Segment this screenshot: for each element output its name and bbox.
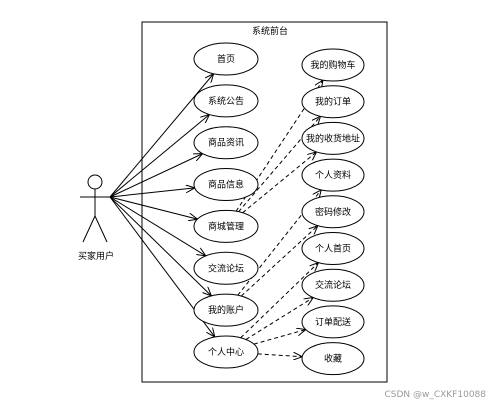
use-case-label: 系统公告 (208, 95, 244, 107)
sub-use-case-ellipse (301, 268, 365, 302)
watermark: CSDN @w_CXKF10088 (384, 390, 486, 400)
include-arrow (240, 226, 318, 297)
sub-use-case-ellipse (301, 48, 365, 82)
use-case-ellipse (193, 84, 259, 118)
sub-use-case-ellipse (301, 158, 365, 192)
actor-left-leg (82, 215, 96, 243)
actor-label: 买家用户 (78, 250, 114, 262)
actor-head (87, 174, 103, 190)
association-arrow (109, 196, 206, 256)
association-arrow (109, 196, 197, 219)
use-case-label: 首页 (217, 53, 235, 65)
actor-right-leg (94, 215, 108, 243)
sub-use-case-label: 我的订单 (315, 96, 351, 108)
use-case-ellipse (193, 209, 259, 243)
sub-use-case-label: 收藏 (324, 353, 342, 365)
sub-use-case-label: 我的购物车 (310, 59, 355, 71)
sub-use-case-label: 交流论坛 (315, 279, 351, 291)
include-arrow (235, 80, 323, 212)
association-arrow (109, 188, 195, 198)
sub-use-case-ellipse (301, 195, 365, 229)
use-case-label: 交流论坛 (208, 262, 244, 274)
sub-use-case-ellipse (301, 232, 365, 265)
system-boundary (141, 21, 388, 383)
use-case-ellipse (193, 168, 259, 202)
sub-use-case-label: 订单配送 (315, 316, 351, 328)
use-case-label: 个人中心 (208, 346, 244, 358)
sub-use-case-ellipse (301, 121, 365, 155)
include-arrow (245, 298, 313, 340)
use-case-label: 我的账户 (208, 304, 244, 316)
system-title: 系统前台 (252, 25, 288, 37)
actor: 买家用户 (78, 174, 114, 262)
use-case-ellipse (193, 42, 259, 76)
association-arrow (109, 196, 211, 296)
include-arrow (253, 330, 306, 345)
include-arrow (242, 152, 317, 214)
use-case-label: 商品资讯 (208, 137, 244, 149)
sub-use-case-ellipse (301, 305, 365, 339)
sub-use-case-label: 我的收货地址 (306, 132, 360, 144)
use-case-ellipse (193, 293, 259, 327)
use-case-ellipse (193, 335, 259, 369)
association-arrow (109, 115, 209, 198)
include-arrow (257, 354, 302, 357)
use-case-label: 商城管理 (208, 220, 244, 232)
sub-use-case-ellipse (301, 342, 365, 376)
sub-use-case-ellipse (301, 85, 365, 119)
sub-use-case-label: 个人首页 (315, 243, 351, 255)
sub-use-case-label: 个人资料 (315, 169, 351, 181)
use-case-ellipse (193, 126, 259, 160)
association-arrow (109, 154, 203, 198)
sub-use-case-label: 密码修改 (315, 206, 351, 218)
use-case-ellipse (193, 251, 259, 285)
use-case-label: 商品信息 (208, 179, 244, 191)
actor-associations (109, 74, 215, 337)
